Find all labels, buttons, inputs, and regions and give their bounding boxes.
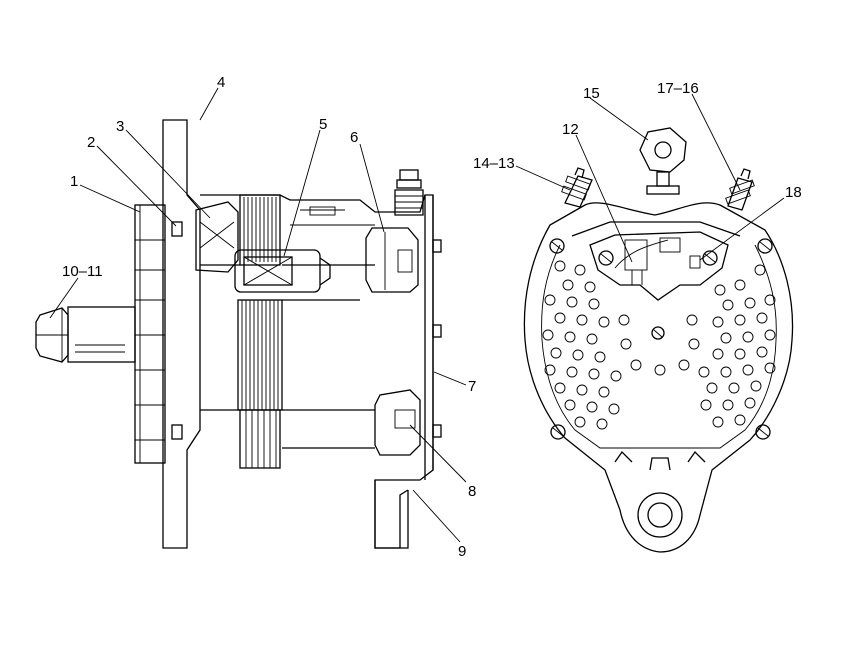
- alternator-side-view: [35, 119, 442, 549]
- rectifier-bracket: [374, 389, 421, 456]
- fan-pulley: [134, 204, 166, 464]
- callout-1: 1: [70, 173, 78, 190]
- stator-lamination-top: [239, 194, 281, 266]
- callout-7: 7: [468, 378, 476, 395]
- callout-6: 6: [350, 129, 358, 146]
- stator-lamination-bottom: [239, 409, 281, 469]
- callout-18: 18: [785, 184, 802, 201]
- callout-labels: 1 2 3 4 5 6 7 8 9 10–11 12 14–13 15 17–1…: [62, 74, 802, 560]
- alternator-end-view: [523, 127, 794, 553]
- callout-15: 15: [583, 85, 600, 102]
- drive-end-flange: [162, 119, 201, 549]
- callout-17-16: 17–16: [657, 80, 699, 97]
- callout-2: 2: [87, 134, 95, 151]
- terminal-right: [725, 168, 755, 211]
- callout-4: 4: [217, 74, 225, 91]
- mounting-foot: [374, 480, 409, 549]
- flange-bolt-bottom: [171, 424, 183, 440]
- corner-screws: [549, 238, 773, 440]
- regulator-window: [589, 231, 729, 301]
- terminal-left: [561, 167, 593, 208]
- mounting-eye: [637, 492, 683, 538]
- callout-5: 5: [319, 116, 327, 133]
- callout-9: 9: [458, 543, 466, 560]
- stator-lamination-body: [237, 299, 283, 411]
- end-frame-outline: [523, 202, 794, 553]
- ventilation-holes: [542, 260, 776, 430]
- top-eye-bolt: [639, 127, 687, 195]
- callout-8: 8: [468, 483, 476, 500]
- callout-12: 12: [562, 121, 579, 138]
- field-coil: [234, 249, 321, 293]
- leader-lines: [49, 87, 785, 543]
- alternator-housing: [200, 194, 434, 549]
- callout-10-11: 10–11: [62, 263, 103, 280]
- shaft: [67, 306, 136, 363]
- callout-3: 3: [116, 118, 124, 135]
- callout-14-13: 14–13: [473, 155, 515, 172]
- seal-element: [195, 201, 239, 273]
- brush-holder: [365, 227, 419, 293]
- terminal-stud: [394, 169, 424, 216]
- flange-bolt-top: [171, 221, 183, 237]
